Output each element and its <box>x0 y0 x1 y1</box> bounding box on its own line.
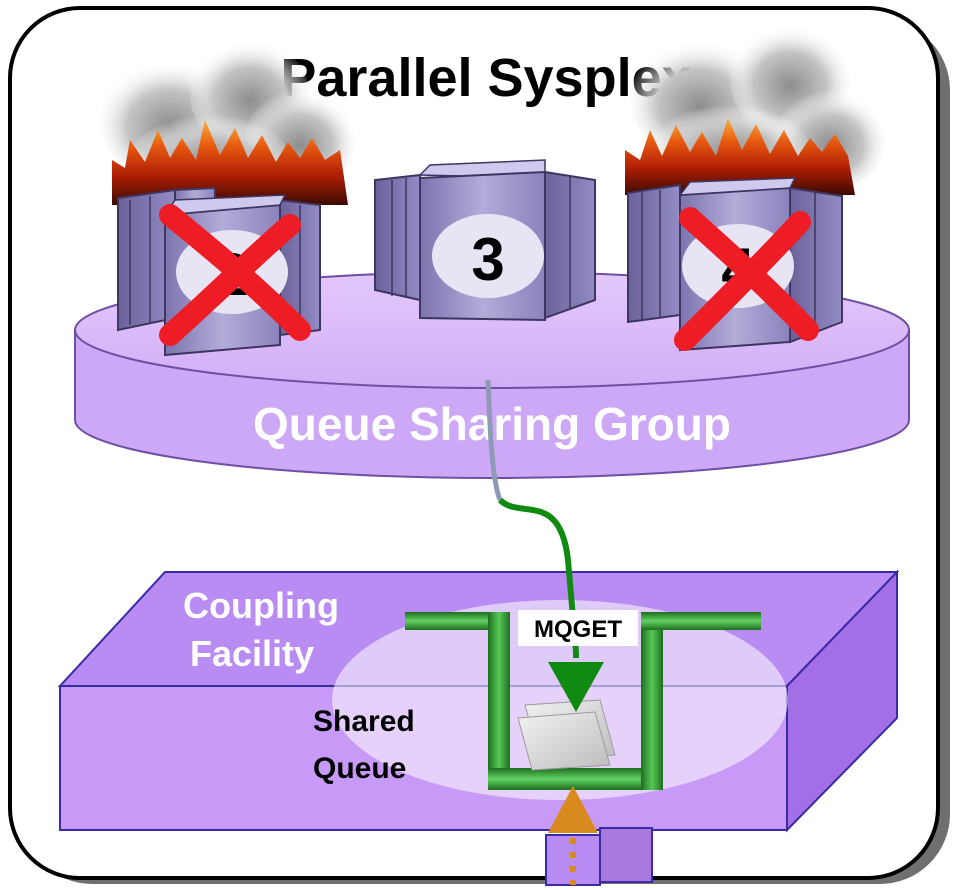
connection-cable <box>485 379 503 501</box>
fire-right-icon <box>625 118 855 195</box>
fire-left-icon <box>112 120 348 205</box>
shared-queue-label: Shared Queue <box>313 705 423 785</box>
shared-queue-highlight <box>332 600 788 800</box>
server-3 <box>374 159 596 322</box>
shared-queue-label-line2: Queue <box>313 752 406 785</box>
mqget-arrow <box>497 497 579 653</box>
server-3-number: 3 <box>471 226 504 293</box>
mqget-arrowhead-icon <box>548 662 604 712</box>
failed-cross-icon <box>674 207 819 351</box>
incoming-pipe <box>599 827 653 883</box>
coupling-facility-label-line1: Coupling <box>183 585 339 626</box>
mqget-label: MQGET <box>534 616 622 643</box>
coupling-facility-label: Coupling Facility <box>183 585 349 674</box>
message-icon <box>517 699 616 771</box>
coupling-facility-label-line2: Facility <box>190 633 314 674</box>
mqget-label-bg <box>518 610 638 646</box>
shared-queue-label-line1: Shared <box>313 705 415 738</box>
shared-queue-container-icon <box>405 612 761 790</box>
diagram-title: Parallel Sysplex <box>280 48 691 108</box>
failed-cross-icon <box>159 204 311 346</box>
incoming-arrowhead-icon <box>548 786 598 833</box>
